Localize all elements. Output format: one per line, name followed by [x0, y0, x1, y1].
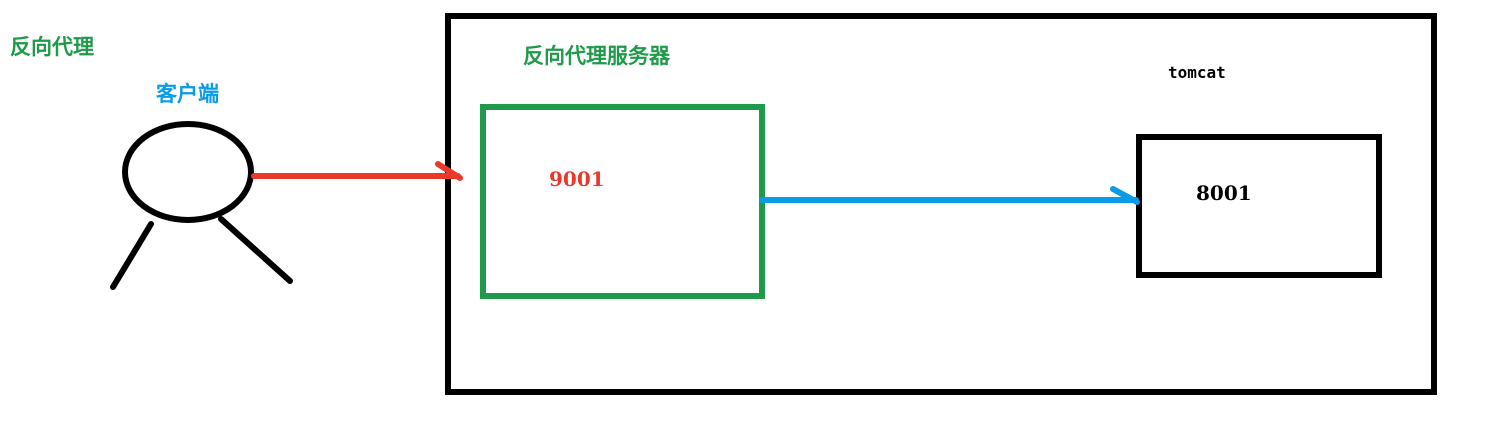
server-box: [445, 13, 1437, 395]
client-label: 客户端: [156, 82, 219, 106]
proxy-port: 9001: [549, 167, 605, 191]
tomcat-box: [1136, 134, 1382, 278]
proxy-to-tomcat-arrow: [759, 186, 1140, 205]
client-to-proxy-arrow: [251, 161, 463, 181]
tomcat-port: 8001: [1196, 181, 1252, 205]
proxy-server-label: 反向代理服务器: [523, 44, 670, 68]
client-figure-icon: [110, 121, 293, 290]
diagram-title: 反向代理: [10, 35, 94, 59]
tomcat-label: tomcat: [1168, 63, 1226, 82]
proxy-server-box: [480, 104, 765, 299]
